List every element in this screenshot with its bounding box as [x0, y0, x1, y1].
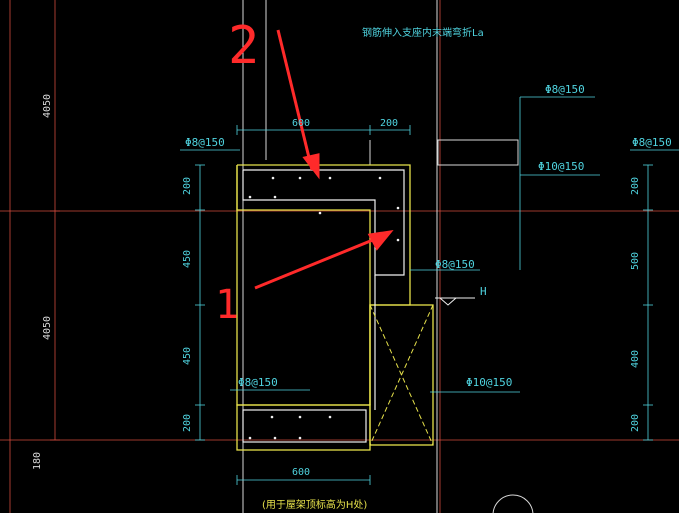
dim-left-450a: 450 [182, 250, 193, 268]
dashed-diagonals [369, 304, 434, 446]
leader-lines [180, 96, 679, 485]
dim-far-left-180: 180 [32, 452, 43, 470]
red-arrows [254, 29, 394, 290]
dim-top-200: 200 [380, 118, 398, 129]
rebar-label-lower-left: Φ8@150 [238, 376, 278, 389]
dim-right-500: 500 [630, 252, 641, 270]
rebar-cage [242, 169, 405, 443]
dim-right-200a: 200 [630, 177, 641, 195]
vertical-dimension-labels: 200 450 450 200 200 500 400 200 4050 405… [32, 94, 641, 470]
dim-far-left-4050b: 4050 [42, 316, 53, 340]
dim-bottom-600: 600 [292, 467, 310, 478]
rebar-dots [248, 176, 400, 440]
annotation-number-2: 2 [228, 16, 259, 76]
rebar-labels: Φ8@150 Φ8@150 Φ10@150 Φ8@150 Φ8@150 Φ8@1… [185, 83, 672, 389]
dim-left-450b: 450 [182, 347, 193, 365]
grid-bubble [492, 494, 534, 513]
rebar-label-lower-right: Φ10@150 [466, 376, 512, 389]
dim-far-left-4050a: 4050 [42, 94, 53, 118]
elevation-h-label: H [480, 285, 487, 298]
rebar-label-top-right: Φ8@150 [545, 83, 585, 96]
dim-left-200b: 200 [182, 414, 193, 432]
rebar-label-mid-right: Φ10@150 [538, 160, 584, 173]
dim-top-600: 600 [292, 118, 310, 129]
annotation-number-1: 1 [215, 282, 239, 328]
dim-right-400: 400 [630, 350, 641, 368]
rebar-label-far-right: Φ8@150 [632, 136, 672, 149]
dimension-labels: 600 200 600 [292, 118, 398, 478]
elevation-marker [435, 297, 475, 306]
rebar-label-top-left: Φ8@150 [185, 136, 225, 149]
note-bottom: (用于屋架顶标高为H处) [262, 498, 367, 511]
dim-right-200b: 200 [630, 414, 641, 432]
far-left-dimension [50, 0, 60, 441]
rebar-label-center: Φ8@150 [435, 258, 475, 271]
note-top: 钢筋伸入支座内末端弯折Lа [362, 26, 484, 39]
dim-left-200a: 200 [182, 177, 193, 195]
